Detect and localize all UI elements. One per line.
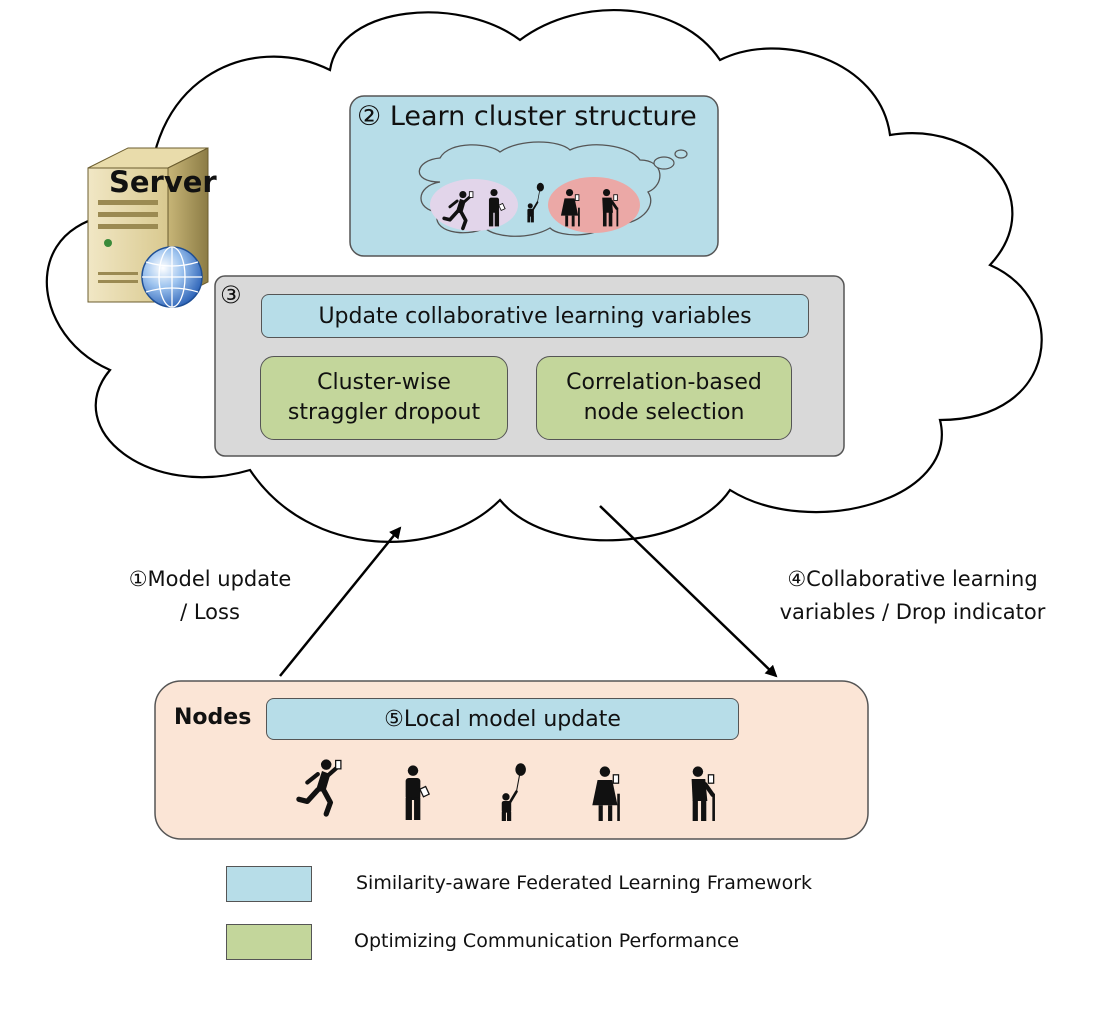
- cluster-step-title: ② Learn cluster structure: [357, 101, 697, 132]
- server-icon: [87, 147, 209, 303]
- model-update-label: ①Model update / Loss: [100, 563, 320, 628]
- collab-variables-label: ④Collaborative learning variables / Drop…: [745, 563, 1080, 628]
- legend-swatch-blue: [226, 866, 312, 902]
- collab-variables-line2: variables / Drop indicator: [779, 599, 1046, 624]
- collab-variables-line1: Collaborative learning: [806, 567, 1038, 591]
- cluster-step-title-text: Learn cluster structure: [389, 101, 697, 132]
- download-arrow: [599, 505, 778, 678]
- nodes-label: Nodes: [174, 705, 252, 730]
- straggler-dropout-line1: Cluster-wise: [317, 370, 451, 396]
- node-selection-line2: node selection: [583, 400, 745, 425]
- legend-text-green: Optimizing Communication Performance: [354, 930, 740, 952]
- straggler-dropout-line2: straggler dropout: [287, 400, 481, 425]
- legend-swatch-green: [226, 924, 312, 960]
- node-selection-box: Correlation-based node selection: [536, 356, 792, 440]
- step-5-number: ⑤: [384, 706, 404, 732]
- globe-icon: [141, 246, 203, 308]
- straggler-dropout-box: Cluster-wise straggler dropout: [260, 356, 508, 440]
- upload-arrow: [279, 526, 402, 677]
- step-4-number: ④: [787, 567, 807, 591]
- cluster-group-elderly: [548, 177, 640, 233]
- local-update-box: ⑤ Local model update: [266, 698, 739, 740]
- legend-text-blue: Similarity-aware Federated Learning Fram…: [356, 872, 813, 894]
- local-update-title: Local model update: [403, 706, 621, 732]
- step-1-number: ①: [128, 567, 148, 591]
- node-selection-line1: Correlation-based: [566, 370, 762, 396]
- server-label: Server: [109, 165, 217, 199]
- update-variables-title-box: Update collaborative learning variables: [261, 294, 809, 338]
- cluster-group-active: [430, 179, 518, 231]
- step-2-number: ②: [357, 101, 382, 132]
- update-variables-title: Update collaborative learning variables: [318, 303, 752, 329]
- model-update-line2: / Loss: [180, 599, 240, 624]
- step-3-number: ③: [220, 281, 242, 309]
- model-update-line1: Model update: [147, 567, 292, 591]
